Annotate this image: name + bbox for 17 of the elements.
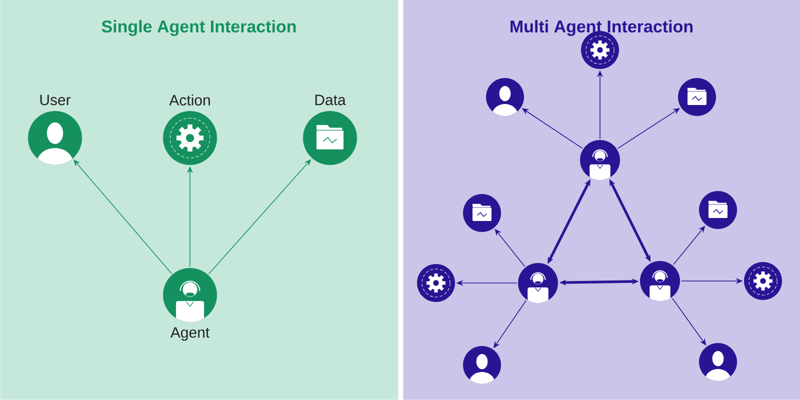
folder-icon — [463, 194, 501, 232]
agent-icon — [640, 261, 680, 301]
gear-icon — [417, 264, 455, 302]
node-label: Action — [169, 94, 210, 106]
folder-icon — [678, 78, 716, 116]
gear-icon — [744, 262, 782, 300]
user-icon — [486, 78, 524, 116]
node-label: Data — [315, 94, 346, 106]
node-label: Agent — [170, 327, 210, 341]
folder-icon — [699, 191, 737, 229]
agent-icon — [518, 263, 558, 303]
user-icon — [463, 346, 501, 384]
panel-title: Single Agent Interaction — [102, 20, 296, 36]
agent-icon — [580, 140, 620, 180]
panel-title: Multi Agent Interaction — [510, 20, 693, 36]
node-label: User — [40, 94, 71, 106]
user-icon — [699, 343, 737, 381]
